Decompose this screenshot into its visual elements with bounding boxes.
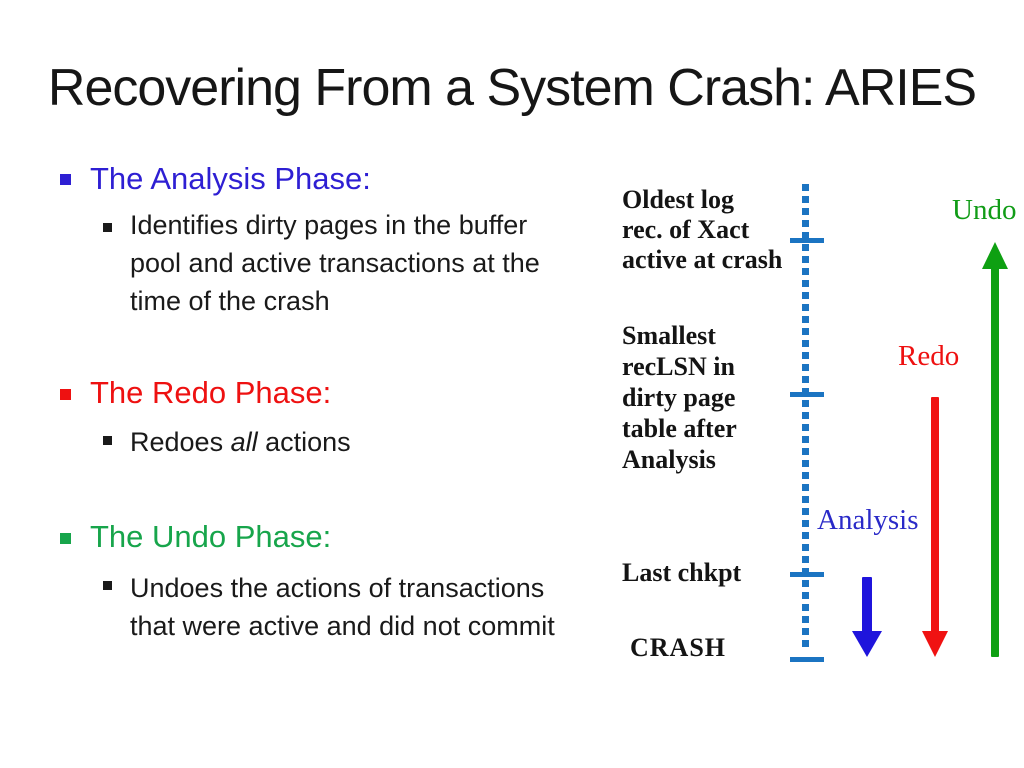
bullet-square-icon bbox=[60, 533, 71, 544]
sub-bullet-square-icon bbox=[103, 581, 112, 590]
analysis-phase-heading: The Analysis Phase: bbox=[90, 161, 371, 196]
analysis-phase-description: Identifies dirty pages in the buffer poo… bbox=[130, 206, 540, 320]
undo-arrow-label: Undo bbox=[952, 194, 1017, 226]
page-title: Recovering From a System Crash: ARIES bbox=[47, 59, 977, 117]
undo-phase-heading: The Undo Phase: bbox=[90, 519, 332, 554]
label-crash: CRASH bbox=[630, 633, 727, 662]
description-line: Undoes the actions of transactions bbox=[130, 573, 545, 603]
tick-smallest-reclsn bbox=[790, 392, 824, 397]
redo-phase-description: Redoes all actions bbox=[130, 423, 351, 461]
undo-arrow-head-icon bbox=[982, 242, 1008, 269]
sub-bullet-square-icon bbox=[103, 223, 112, 232]
bullet-square-icon bbox=[60, 389, 71, 400]
undo-arrow-shaft bbox=[991, 266, 999, 657]
tick-crash bbox=[790, 657, 824, 662]
description-line: pool and active transactions at the bbox=[130, 248, 540, 278]
label-smallest-reclsn: Smallest recLSN in dirty page table afte… bbox=[622, 321, 737, 474]
redo-arrow-shaft bbox=[931, 397, 939, 633]
description-line: that were active and did not commit bbox=[130, 611, 555, 641]
undo-phase-description: Undoes the actions of transactions that … bbox=[130, 569, 555, 645]
sub-bullet-square-icon bbox=[103, 436, 112, 445]
redo-arrow-head-icon bbox=[922, 631, 948, 657]
tick-last-chkpt bbox=[790, 572, 824, 577]
analysis-arrow-shaft bbox=[862, 577, 872, 634]
redo-phase-heading: The Redo Phase: bbox=[90, 375, 332, 410]
log-timeline-dotted-line bbox=[802, 184, 809, 647]
analysis-arrow-label: Analysis bbox=[817, 504, 919, 536]
description-line: Identifies dirty pages in the buffer bbox=[130, 210, 528, 240]
description-line: time of the crash bbox=[130, 286, 330, 316]
label-last-chkpt: Last chkpt bbox=[622, 558, 742, 587]
description-line: Redoes all actions bbox=[130, 427, 351, 457]
tick-oldest-log-rec bbox=[790, 238, 824, 243]
analysis-arrow-head-icon bbox=[852, 631, 882, 657]
bullet-square-icon bbox=[60, 174, 71, 185]
label-oldest-log-rec: Oldest log rec. of Xact active at crash bbox=[622, 185, 783, 274]
redo-arrow-label: Redo bbox=[898, 340, 960, 372]
emphasis-all: all bbox=[230, 427, 258, 457]
